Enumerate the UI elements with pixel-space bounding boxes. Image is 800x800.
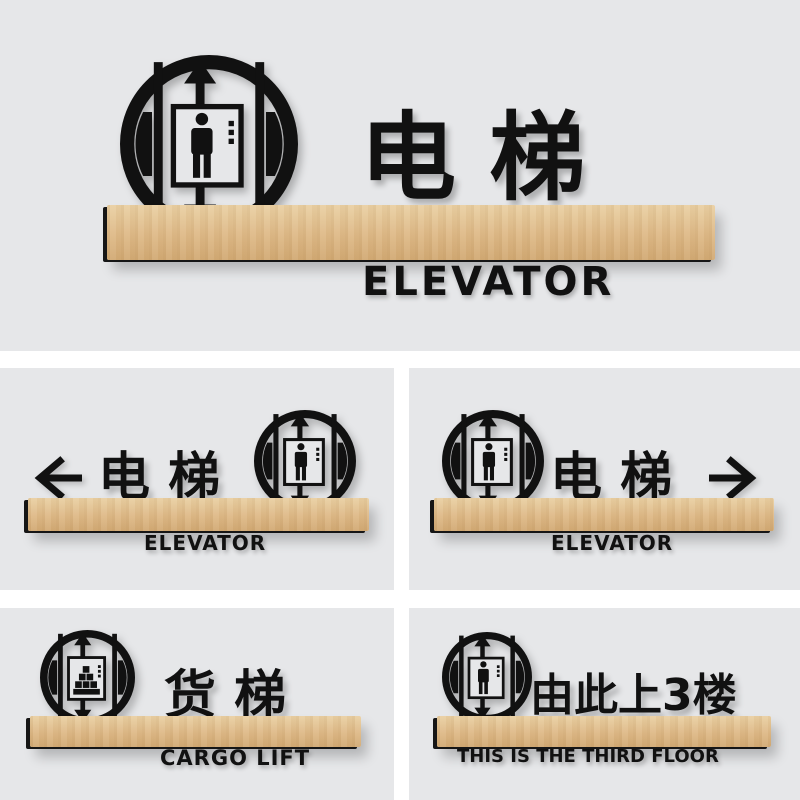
sign-title-cn: 货 梯 (164, 666, 287, 726)
sign-subtitle-en: THIS IS THE THIRD FLOOR (457, 746, 719, 767)
wood-plank (30, 716, 361, 747)
elevator-icon (254, 410, 356, 512)
sign-title-cn: 电 梯 (550, 448, 673, 508)
sign-panel-cargo-lift: 货 梯 CARGO LIFT (0, 608, 394, 800)
sign-subtitle-en: ELEVATOR (362, 259, 615, 305)
sign-panel-elevator-large: 电 梯 ELEVATOR (0, 0, 800, 351)
wood-plank (434, 498, 774, 531)
right-arrow-icon (703, 455, 759, 501)
sign-panel-elevator-left: 电 梯 ELEVATOR (0, 368, 394, 590)
sign-title-cn: 由此上3楼 (530, 670, 737, 721)
sign-panel-third-floor: 由此上3楼 THIS IS THE THIRD FLOOR (409, 608, 800, 800)
sign-subtitle-en: ELEVATOR (144, 531, 267, 555)
sign-subtitle-en: CARGO LIFT (160, 746, 311, 770)
sign-panel-elevator-right: 电 梯 ELEVATOR (409, 368, 800, 590)
sign-subtitle-en: ELEVATOR (551, 531, 674, 555)
wood-plank (28, 498, 369, 531)
elevator-icon (442, 632, 532, 722)
elevator-icon (442, 410, 544, 512)
wood-plank (107, 205, 715, 260)
wood-plank (437, 716, 771, 747)
cargo-lift-icon (40, 630, 135, 725)
left-arrow-icon (32, 455, 88, 501)
sign-title-cn: 电 梯 (98, 448, 221, 508)
sign-title-cn: 电 梯 (360, 102, 586, 214)
